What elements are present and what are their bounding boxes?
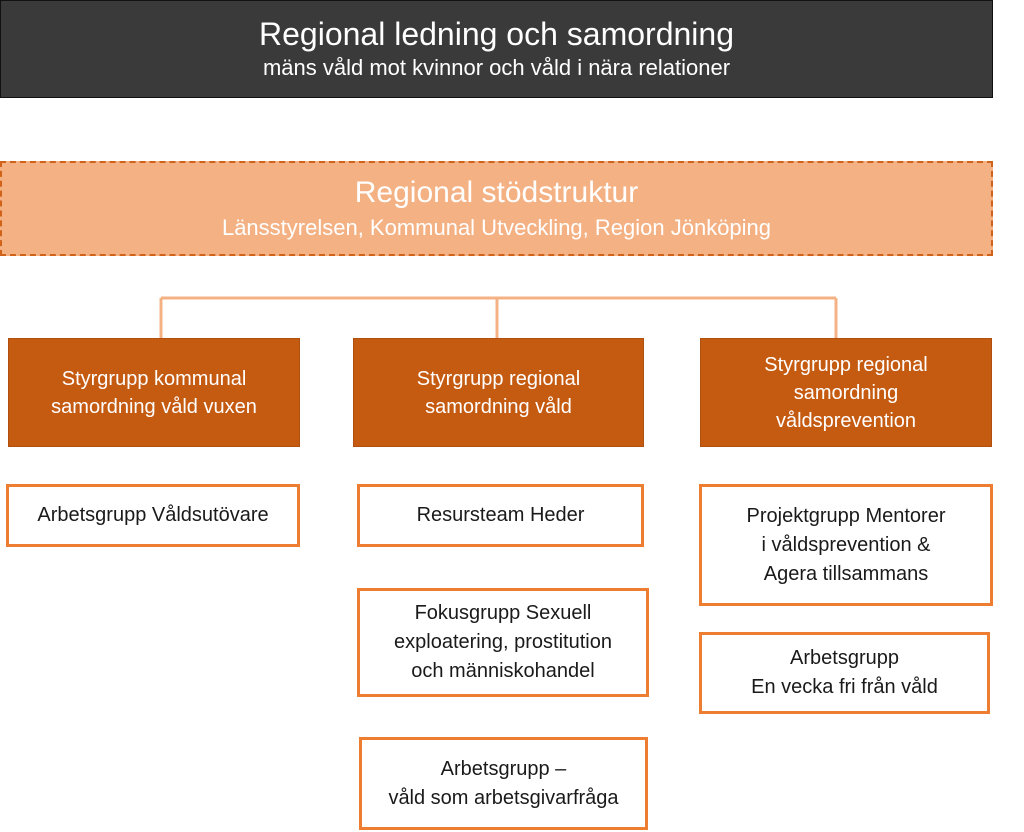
group-label: Arbetsgrupp En vecka fri från våld	[751, 647, 938, 698]
group-box-week-free-from-violence: Arbetsgrupp En vecka fri från våld	[699, 632, 990, 714]
group-label: Arbetsgrupp – våld som arbetsgivarfråga	[388, 757, 619, 809]
header-box: Regional ledning och samordning mäns vål…	[0, 0, 993, 98]
group-box-perpetrators: Arbetsgrupp Våldsutövare	[6, 484, 300, 547]
support-subtitle: Länsstyrelsen, Kommunal Utveckling, Regi…	[221, 214, 772, 240]
group-label: Arbetsgrupp Våldsutövare	[37, 504, 269, 526]
group-label: Projektgrupp Mentorer i våldsprevention …	[746, 504, 946, 585]
group-label: Fokusgrupp Sexuell exploatering, prostit…	[394, 602, 612, 682]
steering-group-label: Styrgrupp regional samordning våld	[416, 367, 581, 418]
group-box-sexual-exploitation: Fokusgrupp Sexuell exploatering, prostit…	[357, 588, 649, 697]
group-box-honor-resource-team: Resursteam Heder	[357, 484, 644, 547]
steering-group-label: Styrgrupp regional samordning våldspreve…	[764, 353, 928, 432]
support-title: Regional stödstruktur	[354, 175, 639, 209]
steering-group-municipal: Styrgrupp kommunal samordning våld vuxen	[8, 338, 300, 447]
header-title: Regional ledning och samordning	[259, 16, 734, 52]
group-label: Resursteam Heder	[416, 504, 585, 526]
steering-group-regional-violence: Styrgrupp regional samordning våld	[353, 338, 644, 447]
group-box-workplace-violence: Arbetsgrupp – våld som arbetsgivarfråga	[359, 737, 648, 830]
group-box-mentors: Projektgrupp Mentorer i våldsprevention …	[699, 484, 993, 606]
header-subtitle: mäns våld mot kvinnor och våld i nära re…	[262, 55, 731, 80]
steering-group-violence-prevention: Styrgrupp regional samordning våldspreve…	[700, 338, 992, 447]
steering-group-label: Styrgrupp kommunal samordning våld vuxen	[51, 367, 257, 418]
support-structure-box: Regional stödstruktur Länsstyrelsen, Kom…	[0, 161, 993, 256]
